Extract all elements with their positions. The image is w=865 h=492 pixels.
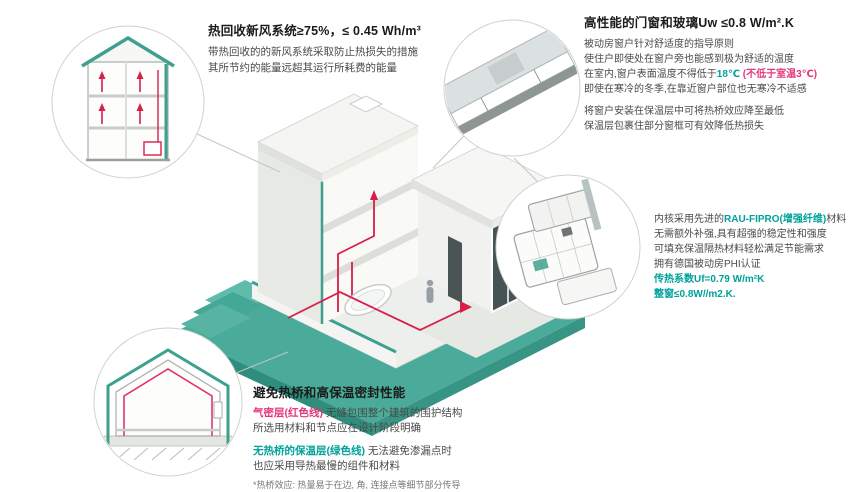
profile-body-line: 无需额外补强,具有超强的稳定性和强度 xyxy=(654,229,827,240)
callout-circle-thermal-section xyxy=(93,327,243,477)
person-figure xyxy=(426,279,434,303)
insulation-layer-text: 无法避免渗漏点时 xyxy=(365,444,452,457)
heat-recovery-text-block: 热回收新风系统≥75%，≤ 0.45 Wh/m³ 带热回收的的新风系统采取防止热… xyxy=(208,22,476,76)
door xyxy=(448,236,462,303)
heat-recovery-title: 热回收新风系统≥75%，≤ 0.45 Wh/m³ xyxy=(208,24,421,38)
thermal-body-line: 也应采用导热最慢的组件和材料 xyxy=(253,459,400,472)
profile-uw-value: 整窗≤0.8W//m2.K. xyxy=(654,289,736,300)
windows-title: 高性能的门窗和玻璃Uw ≤0.8 W/m².K xyxy=(584,16,795,30)
frame-profile-art xyxy=(513,178,617,306)
windows-body-line: 被动房窗户针对舒适度的指导原则 xyxy=(584,38,734,50)
callout-circle-window-corner xyxy=(443,19,581,157)
profile-material-name: RAU-FIPRO(增强纤维) xyxy=(724,214,827,225)
spacer xyxy=(253,437,598,444)
windows-text-block: 高性能的门窗和玻璃Uw ≤0.8 W/m².K 被动房窗户针对舒适度的指导原则 … xyxy=(584,14,864,134)
windows-body-line: 使住户即使处在窗户旁也能感到极为舒适的温度 xyxy=(584,53,794,65)
pipe-arrowhead xyxy=(370,190,378,200)
profile-core-text: 内核采用先进的 xyxy=(654,214,724,225)
windows-body-line: 在室内,窗户表面温度不得低于18℃ (不低于室温3℃) xyxy=(584,67,864,82)
profile-core-text-end: 材料 xyxy=(826,214,847,225)
rooftop-vent xyxy=(348,95,384,113)
spacer xyxy=(584,97,864,104)
gasket xyxy=(561,226,573,237)
window-corner-art xyxy=(445,26,579,135)
thermal-text-block: 避免热桥和高保温密封性能 气密层(红色线) 无缝包围整个建筑的围护结构 所选用材… xyxy=(253,384,598,492)
airtight-layer-line xyxy=(123,368,213,436)
windows-body-line: 保温层包裹住部分窗框可有效降低热损失 xyxy=(584,120,764,132)
windows-temp-text: 在室内,窗户表面温度不得低于 xyxy=(584,68,717,80)
insulation-envelope-line xyxy=(106,348,230,446)
terrace xyxy=(418,290,556,358)
heat-recovery-body-line: 带热回收的的新风系统采取防止热损失的措施 xyxy=(208,45,418,58)
profile-body-line: 拥有德国被动房PHI认证 xyxy=(654,259,761,270)
callout-circle-frame-profile xyxy=(495,174,641,320)
air-flow-arrows xyxy=(98,71,144,124)
red-pipe-floor xyxy=(287,290,472,331)
heat-exchanger-unit xyxy=(143,141,162,156)
airtight-layer-text: 无缝包围整个建筑的围护结构 xyxy=(323,407,463,420)
thermal-footnote: *热桥效应: 热量易于在边, 角, 连接点等细节部分传导 xyxy=(253,480,461,490)
windows-body-line: 即使在寒冷的冬季,在靠近窗户部位也无寒冷不适感 xyxy=(584,83,807,95)
profile-uf-value: 传热系数Uf=0.79 W/m²K xyxy=(654,274,765,285)
tower-block xyxy=(256,93,420,324)
thermal-body-line: 所选用材料和节点应在设计阶段明确 xyxy=(253,422,421,435)
thermal-body-line: 无热桥的保温层(绿色线) 无法避免渗漏点时 xyxy=(253,444,598,459)
airtight-layer-label: 气密层(红色线) xyxy=(253,407,323,420)
heat-recovery-section-art xyxy=(81,35,175,162)
insulation-layer-label: 无热桥的保温层(绿色线) xyxy=(253,444,365,457)
heat-recovery-body-line: 其所节约的能量远超其运行所耗费的能量 xyxy=(208,61,397,74)
profile-text-block: 内核采用先进的RAU-FIPRO(增强纤维)材料 无需额外补强,具有超强的稳定性… xyxy=(654,212,864,302)
window-opening xyxy=(213,401,223,419)
profile-body-line: 可填充保温隔热材料轻松满足节能需求 xyxy=(654,244,824,255)
profile-body-line: 内核采用先进的RAU-FIPRO(增强纤维)材料 xyxy=(654,212,864,227)
thermal-title: 避免热桥和高保温密封性能 xyxy=(253,386,406,400)
fipro-core xyxy=(532,258,549,272)
windows-temp-value: 18℃ xyxy=(716,68,741,80)
thermal-body-line: 气密层(红色线) 无缝包围整个建筑的围护结构 xyxy=(253,406,598,421)
connector-lines xyxy=(196,133,539,374)
glass-pane-edge xyxy=(581,178,602,231)
windows-body-line: 将窗户安装在保温层中可将热桥效应降至最低 xyxy=(584,105,784,117)
windows-temp-note: (不低于室温3℃) xyxy=(740,68,818,80)
callout-circle-heat-recovery xyxy=(51,25,205,179)
